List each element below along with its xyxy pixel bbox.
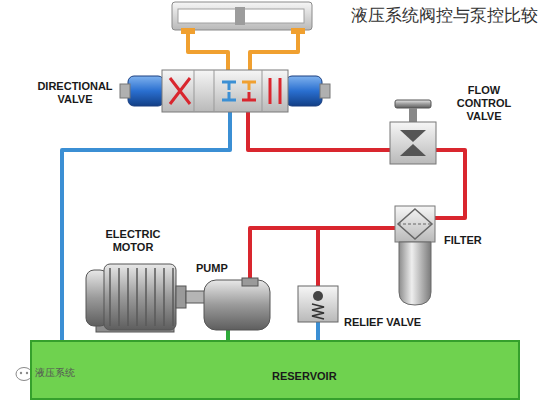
pump: [204, 278, 270, 330]
cylinder-line-a: [188, 32, 228, 70]
directional-valve: [120, 70, 330, 112]
pipes: [62, 32, 465, 385]
pump-outlet-line: [250, 228, 395, 285]
hydraulic-cylinder: [172, 2, 312, 34]
part-label: PUMP: [196, 262, 228, 275]
filter: [395, 206, 435, 305]
tank-label: RESERVOIR: [272, 370, 337, 382]
pressure-line: [248, 112, 465, 218]
valve-label: RELIEF VALVE: [344, 316, 421, 329]
relief-valve: [298, 286, 338, 322]
watermark: 液压系统: [35, 367, 75, 379]
part-label: FILTER: [444, 234, 482, 247]
part-label: ELECTRIC MOTOR: [88, 228, 178, 254]
valve-label: DIRECTIONAL VALVE: [28, 80, 122, 106]
page-title: 液压系统阀控与泵控比较: [351, 6, 538, 26]
cylinder-line-b: [250, 32, 298, 70]
relief-inlet-line: [316, 228, 320, 288]
valve-label: FLOW CONTROL VALVE: [444, 84, 524, 124]
reservoir-tank: RESERVOIR: [30, 340, 520, 400]
flow-control-valve: [390, 100, 436, 164]
electric-motor: [86, 264, 206, 332]
